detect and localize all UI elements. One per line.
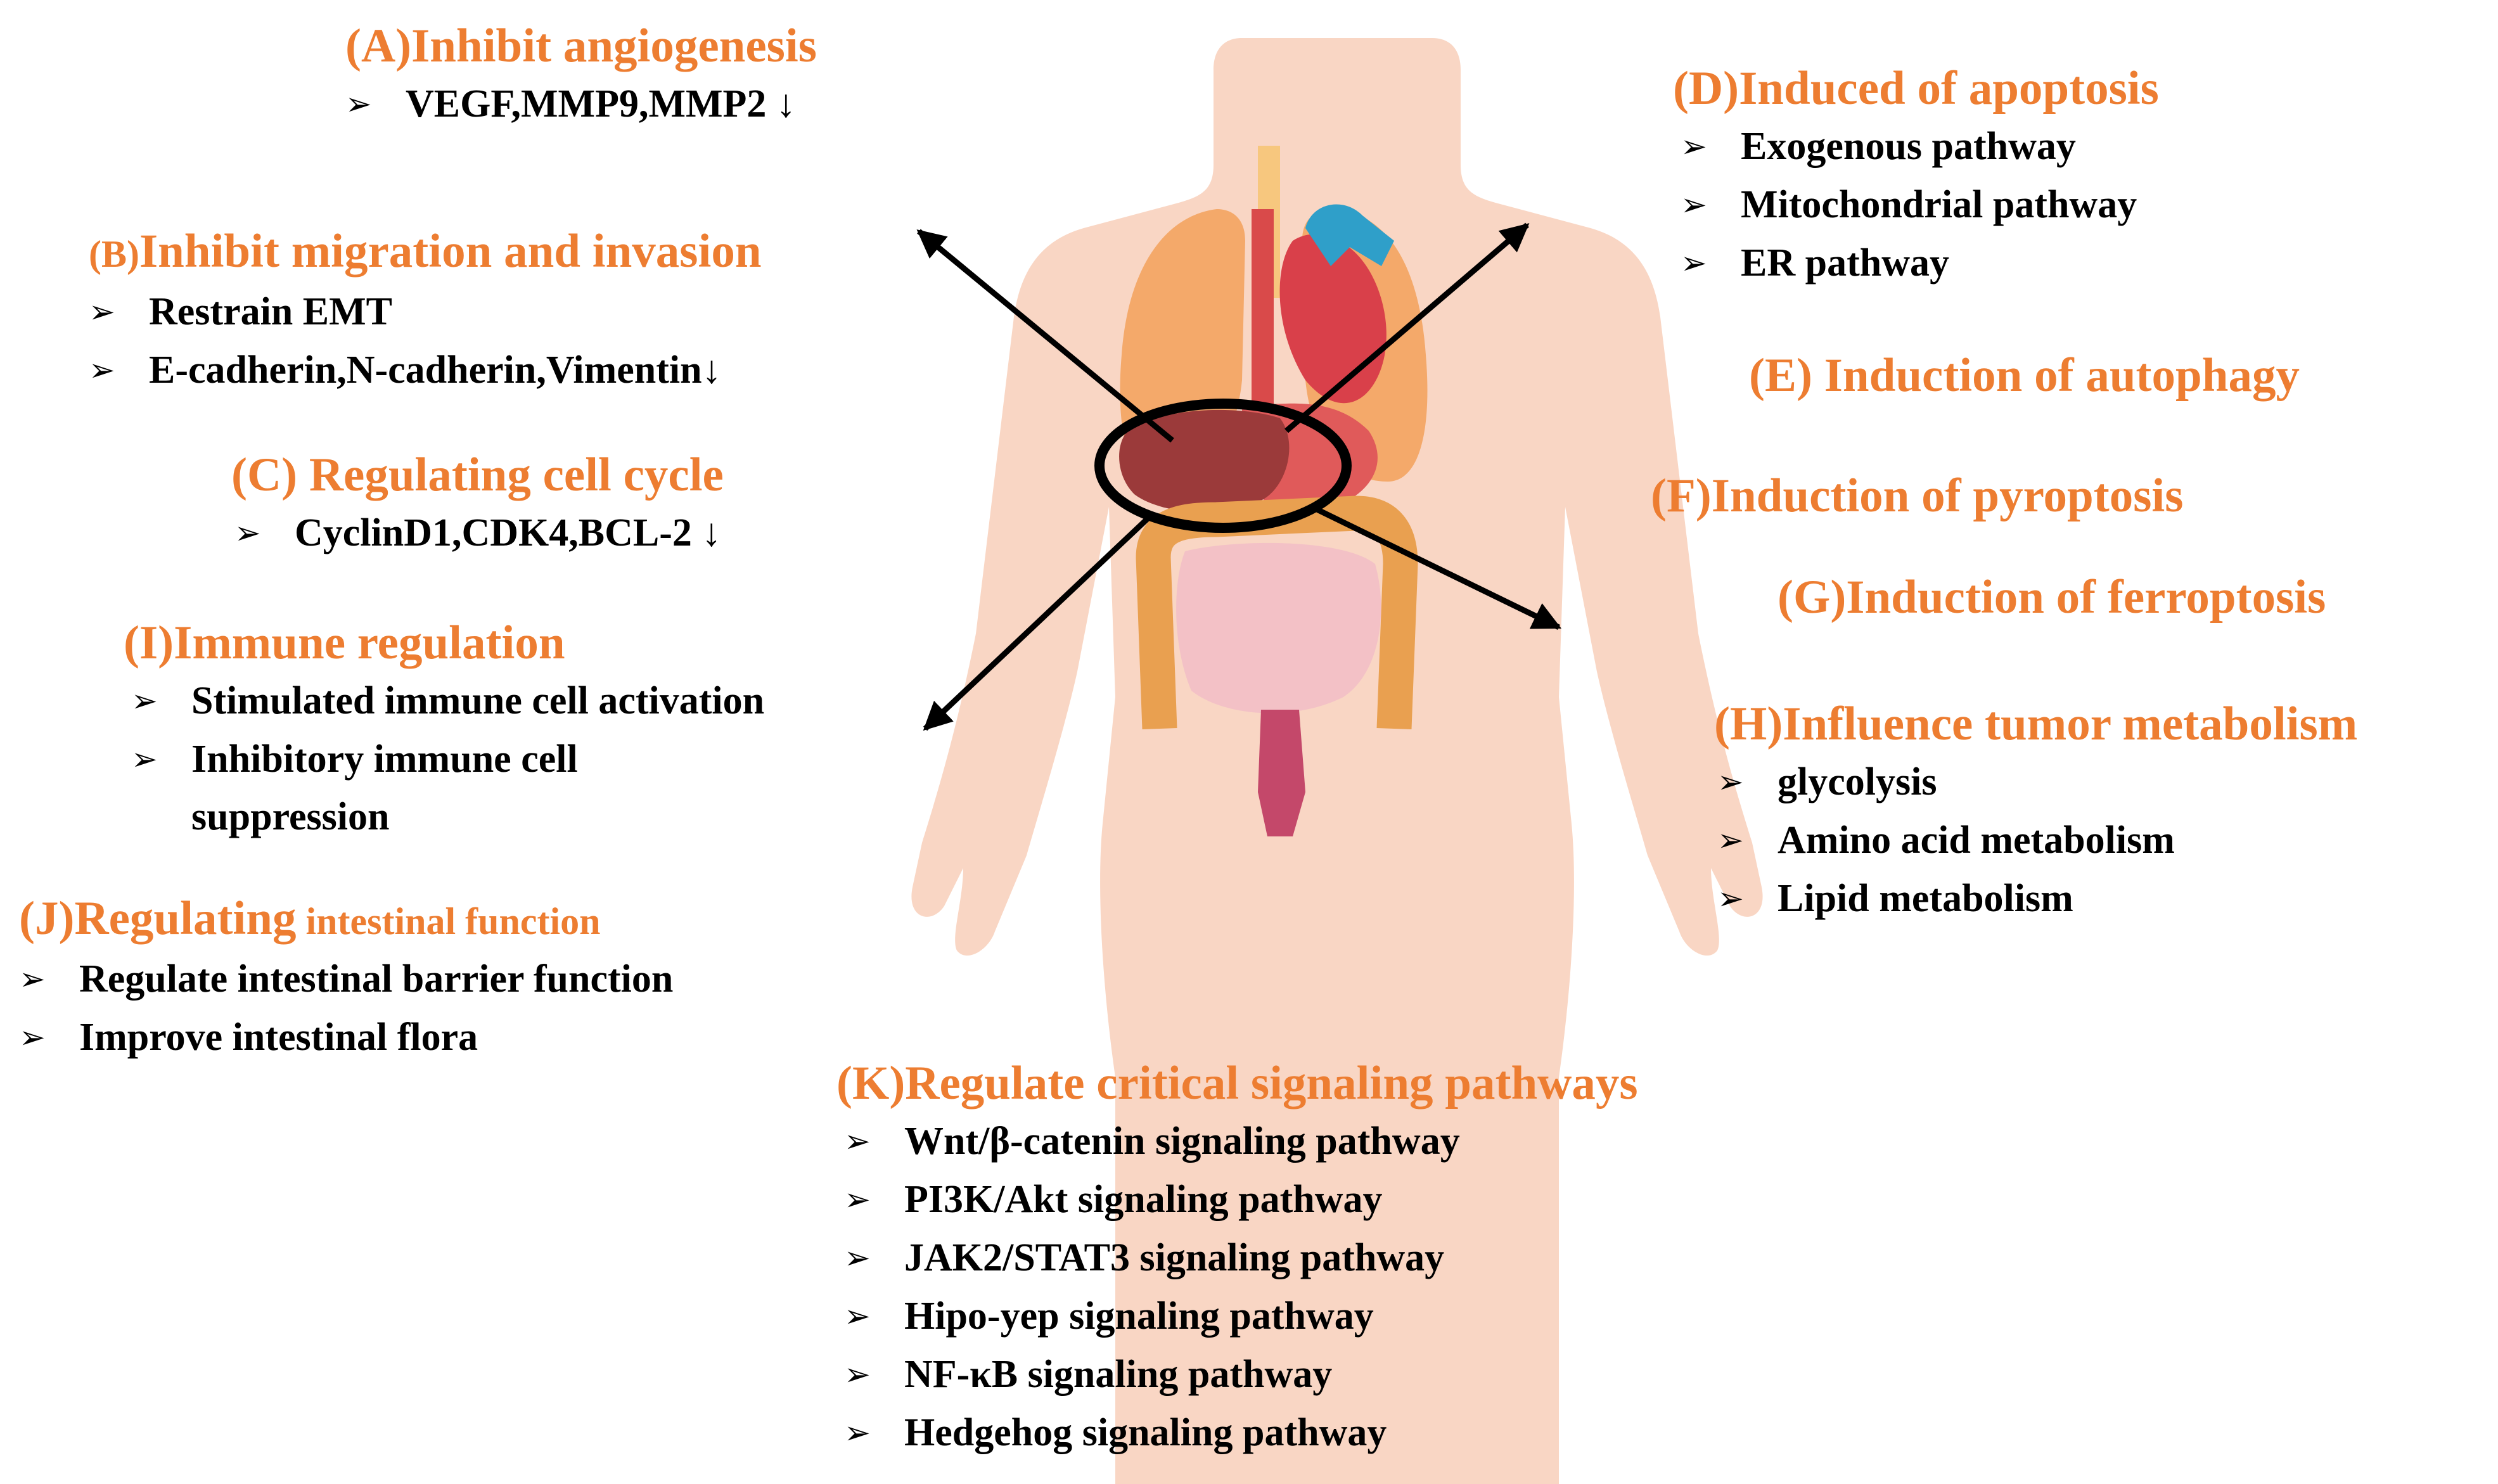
bullet-arrow-icon: ➢ xyxy=(131,682,158,719)
bullet-arrow-icon: ➢ xyxy=(234,515,261,551)
section-pyroptosis: (F)Induction of pyroptosis xyxy=(1651,468,2183,525)
list-item: ➢ Wnt/β-catenin signaling pathway xyxy=(844,1112,1638,1170)
section-tumor-metabolism: (H)Influence tumor metabolism ➢ glycolys… xyxy=(1714,696,2357,928)
section-title: (H)Influence tumor metabolism xyxy=(1714,698,2358,750)
bullet-arrow-icon: ➢ xyxy=(89,352,115,388)
list-item: ➢ glycolysis xyxy=(1717,753,2357,811)
bullet-arrow-icon: ➢ xyxy=(1717,822,1744,859)
section-title: (C) Regulating cell cycle xyxy=(231,449,724,501)
bullet-arrow-icon: ➢ xyxy=(1717,880,1744,917)
bullet-arrow-icon: ➢ xyxy=(844,1123,871,1160)
section-immune-regulation: (I)Immune regulation ➢ Stimulated immune… xyxy=(124,615,764,845)
list-item: ➢ Lipid metabolism xyxy=(1717,869,2357,928)
list-item: ➢ ER pathway xyxy=(1681,234,2159,292)
list-item: ➢ Stimulated immune cell activation xyxy=(131,672,764,730)
section-title: (K)Regulate critical signaling pathways xyxy=(836,1057,1638,1110)
section-intestinal-function: (J)Regulating intestinal function ➢ Regu… xyxy=(19,890,673,1066)
list-item: ➢ Amino acid metabolism xyxy=(1717,811,2357,869)
small-intestine xyxy=(1176,542,1381,713)
rectum xyxy=(1258,710,1305,836)
list-item: ➢ E-cadherin,N-cadherin,Vimentin↓ xyxy=(89,341,762,399)
section-cell-cycle: (C) Regulating cell cycle ➢ CyclinD1,CDK… xyxy=(231,447,724,562)
list-item: ➢ Hipo-yep signaling pathway xyxy=(844,1287,1638,1345)
bullet-arrow-icon: ➢ xyxy=(1717,764,1744,800)
section-title: (A)Inhibit angiogenesis xyxy=(345,20,817,72)
section-signaling-pathways: (K)Regulate critical signaling pathways … xyxy=(836,1055,1638,1462)
arrow-to-immune xyxy=(923,511,1156,731)
bullet-arrow-icon: ➢ xyxy=(19,1019,46,1056)
bullet-arrow-icon: ➢ xyxy=(131,741,158,777)
list-item: ➢ Restrain EMT xyxy=(89,283,762,341)
section-title: (J)Regulating intestinal function xyxy=(19,892,601,945)
bullet-arrow-icon: ➢ xyxy=(844,1414,871,1451)
arrow-to-migration xyxy=(916,229,1174,443)
list-item: ➢ Exogenous pathway xyxy=(1681,117,2159,176)
section-title: (B)Inhibit migration and invasion xyxy=(89,225,762,278)
bullet-arrow-icon: ➢ xyxy=(1681,186,1707,223)
section-autophagy: (E) Induction of autophagy xyxy=(1749,347,2300,404)
liver-highlight-ellipse xyxy=(1094,399,1352,533)
arrow-to-apoptosis xyxy=(1284,222,1530,433)
section-title: (F)Induction of pyroptosis xyxy=(1651,470,2184,522)
list-item: ➢ Improve intestinal flora xyxy=(19,1008,673,1066)
bullet-arrow-icon: ➢ xyxy=(19,961,46,997)
aorta xyxy=(1305,204,1394,266)
liver xyxy=(1119,409,1290,513)
list-item: ➢ Regulate intestinal barrier function xyxy=(19,950,673,1008)
bullet-arrow-icon: ➢ xyxy=(844,1356,871,1393)
list-item-continuation: suppression xyxy=(191,795,390,838)
section-title: (D)Induced of apoptosis xyxy=(1673,62,2159,115)
bullet-arrow-icon: ➢ xyxy=(89,293,115,330)
list-item: ➢ JAK2/STAT3 signaling pathway xyxy=(844,1229,1638,1287)
section-migration-invasion: (B)Inhibit migration and invasion ➢ Rest… xyxy=(89,223,762,399)
section-apoptosis: (D)Induced of apoptosis ➢ Exogenous path… xyxy=(1673,60,2159,292)
section-angiogenesis: (A)Inhibit angiogenesis ➢ VEGF,MMP9,MMP2… xyxy=(345,18,817,133)
bullet-arrow-icon: ➢ xyxy=(844,1181,871,1218)
list-item: ➢ VEGF,MMP9,MMP2 ↓ xyxy=(345,75,817,133)
list-item: ➢ NF-κB signaling pathway xyxy=(844,1345,1638,1404)
list-item: ➢ Inhibitory immune cell xyxy=(131,730,764,788)
section-ferroptosis: (G)Induction of ferroptosis xyxy=(1777,569,2326,626)
section-title: (I)Immune regulation xyxy=(124,617,565,669)
bullet-arrow-icon: ➢ xyxy=(844,1239,871,1276)
arrow-to-ferroptosis xyxy=(1310,504,1562,630)
list-item: ➢ Hedgehog signaling pathway xyxy=(844,1404,1638,1462)
list-item: ➢ CyclinD1,CDK4,BCL-2 ↓ xyxy=(234,504,724,562)
bullet-arrow-icon: ➢ xyxy=(844,1298,871,1334)
heart xyxy=(1279,234,1387,404)
bullet-arrow-icon: ➢ xyxy=(1681,245,1707,281)
section-title: (G)Induction of ferroptosis xyxy=(1777,571,2326,624)
bullet-arrow-icon: ➢ xyxy=(1681,128,1707,165)
large-intestine xyxy=(1136,496,1418,730)
bullet-arrow-icon: ➢ xyxy=(345,86,372,122)
list-item: ➢ PI3K/Akt signaling pathway xyxy=(844,1170,1638,1229)
section-title: (E) Induction of autophagy xyxy=(1749,349,2300,402)
list-item: ➢ Mitochondrial pathway xyxy=(1681,176,2159,234)
